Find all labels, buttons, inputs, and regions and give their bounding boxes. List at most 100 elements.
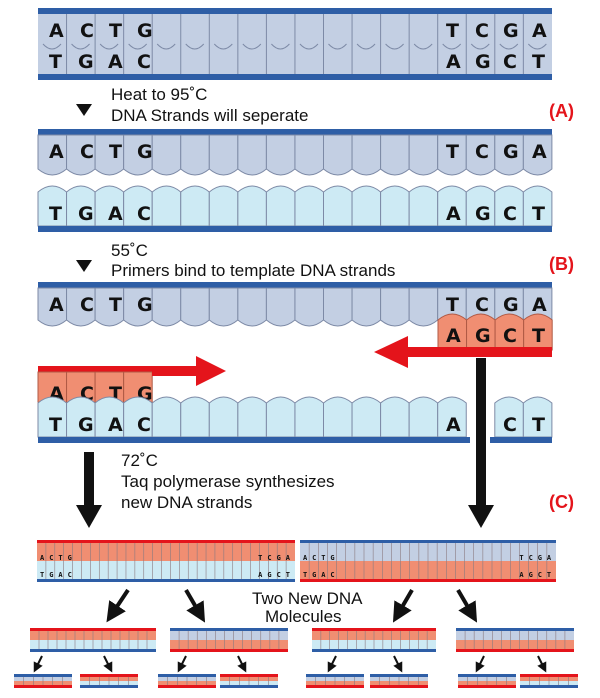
nucleotide bbox=[151, 134, 182, 176]
base: A bbox=[303, 554, 308, 562]
nucleotide bbox=[323, 134, 353, 176]
base: T bbox=[40, 571, 44, 579]
backbone-top bbox=[38, 8, 552, 14]
base: T bbox=[547, 571, 551, 579]
base-pair-bump bbox=[499, 43, 519, 50]
backbone bbox=[306, 685, 364, 688]
base: T bbox=[532, 414, 545, 436]
nucleotide bbox=[351, 134, 382, 176]
backbone bbox=[80, 674, 138, 677]
step-c-line-2: Taq polymerase synthesizes bbox=[121, 472, 335, 491]
step-b-line-2: Primers bind to template DNA strands bbox=[111, 261, 395, 280]
nucleotide bbox=[237, 287, 267, 327]
base: C bbox=[267, 554, 271, 562]
base: C bbox=[475, 294, 489, 316]
extension-arrow-left-icon bbox=[374, 336, 552, 368]
strand-half bbox=[37, 561, 295, 579]
base: A bbox=[286, 554, 291, 562]
step-a-line-2: DNA Strands will seperate bbox=[111, 106, 308, 125]
backbone bbox=[38, 129, 552, 135]
base: T bbox=[109, 20, 122, 42]
nucleotide bbox=[522, 185, 553, 227]
backbone bbox=[458, 685, 516, 688]
base: A bbox=[49, 141, 64, 163]
nucleotide bbox=[294, 185, 324, 227]
nucleotide bbox=[323, 287, 353, 327]
backbone bbox=[38, 282, 552, 288]
backbone bbox=[170, 649, 288, 652]
base: A bbox=[258, 571, 263, 579]
nucleotide bbox=[265, 185, 296, 227]
base: G bbox=[538, 554, 542, 562]
base: G bbox=[312, 571, 316, 579]
nucleotide bbox=[323, 396, 353, 438]
nucleotide bbox=[180, 134, 210, 176]
base: A bbox=[108, 414, 123, 436]
base: C bbox=[475, 141, 489, 163]
backbone bbox=[312, 649, 436, 652]
base: T bbox=[303, 571, 307, 579]
nucleotide bbox=[408, 396, 439, 438]
separated-bottom-strand: T G A C A G C T bbox=[37, 185, 553, 232]
backbone bbox=[370, 685, 428, 688]
base: T bbox=[109, 294, 122, 316]
step-b-line-1: 55˚C bbox=[111, 241, 148, 260]
base-pair-bump bbox=[271, 43, 290, 50]
nucleotide bbox=[294, 134, 324, 176]
step-c-line-1: 72˚C bbox=[121, 451, 158, 470]
base-pair-bump bbox=[185, 43, 205, 50]
base: A bbox=[547, 554, 552, 562]
base-pair-bump bbox=[413, 43, 433, 50]
backbone bbox=[458, 674, 516, 677]
nucleotide bbox=[522, 396, 553, 438]
base: A bbox=[446, 414, 461, 436]
nucleotide bbox=[237, 134, 267, 176]
base: C bbox=[312, 554, 316, 562]
backbone bbox=[38, 226, 552, 232]
base: T bbox=[58, 554, 62, 562]
step-a-line-1: Heat to 95˚C bbox=[111, 85, 207, 104]
base: G bbox=[503, 141, 519, 163]
backbone-bottom bbox=[38, 74, 552, 80]
base: G bbox=[78, 51, 94, 73]
strand-half bbox=[456, 631, 574, 640]
separated-top-strand: A C T G T C G A bbox=[37, 129, 553, 176]
base: T bbox=[49, 51, 62, 73]
template-top-with-primer: A C T G T C G A A G C T bbox=[37, 282, 553, 351]
black-arrow-left-icon bbox=[76, 452, 102, 528]
nucleotide bbox=[265, 134, 296, 176]
base: T bbox=[446, 20, 459, 42]
nucleotide bbox=[237, 185, 267, 227]
extension-arrow-right-icon bbox=[152, 356, 226, 386]
backbone bbox=[300, 540, 556, 543]
step-a-label: (A) bbox=[549, 101, 574, 121]
nucleotide bbox=[265, 396, 296, 438]
step-c-line-3: new DNA strands bbox=[121, 493, 252, 512]
small-arrows-level-2 bbox=[33, 655, 547, 673]
base: C bbox=[475, 20, 489, 42]
base: C bbox=[503, 51, 517, 73]
base: G bbox=[503, 294, 519, 316]
base: A bbox=[532, 141, 547, 163]
step-b-label: (B) bbox=[549, 254, 574, 274]
base: C bbox=[503, 414, 517, 436]
backbone bbox=[158, 674, 216, 677]
base: C bbox=[80, 141, 94, 163]
base: C bbox=[277, 571, 281, 579]
backbone bbox=[370, 674, 428, 677]
base: G bbox=[68, 554, 72, 562]
base: G bbox=[137, 141, 153, 163]
backbone bbox=[37, 579, 295, 582]
base: T bbox=[321, 554, 325, 562]
backbone bbox=[170, 628, 288, 631]
primer-base: A bbox=[446, 325, 461, 347]
base: C bbox=[137, 203, 151, 225]
base-pair-bump bbox=[71, 43, 90, 50]
nucleotide bbox=[408, 287, 439, 327]
nucleotide bbox=[294, 287, 324, 327]
base: A bbox=[532, 20, 547, 42]
nucleotide bbox=[323, 185, 353, 227]
backbone bbox=[306, 674, 364, 677]
nucleotide bbox=[294, 396, 324, 438]
